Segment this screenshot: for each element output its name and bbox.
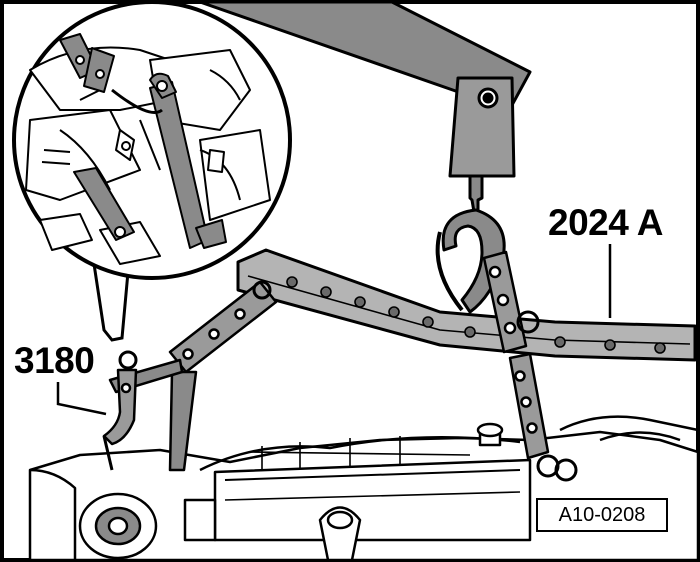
support-pin-label: 3180 [14, 340, 95, 381]
crane-arm [198, 0, 532, 178]
figure-code-box: A10-0208 [536, 498, 668, 532]
detail-inset [12, 0, 292, 342]
right-chain [482, 250, 578, 482]
engine-block [28, 415, 700, 562]
leader-lines [56, 244, 612, 416]
support-pin [102, 350, 138, 471]
spreader-bar [236, 248, 697, 362]
lifting-tackle-label: 2024 A [548, 202, 663, 243]
left-chain [108, 280, 278, 472]
